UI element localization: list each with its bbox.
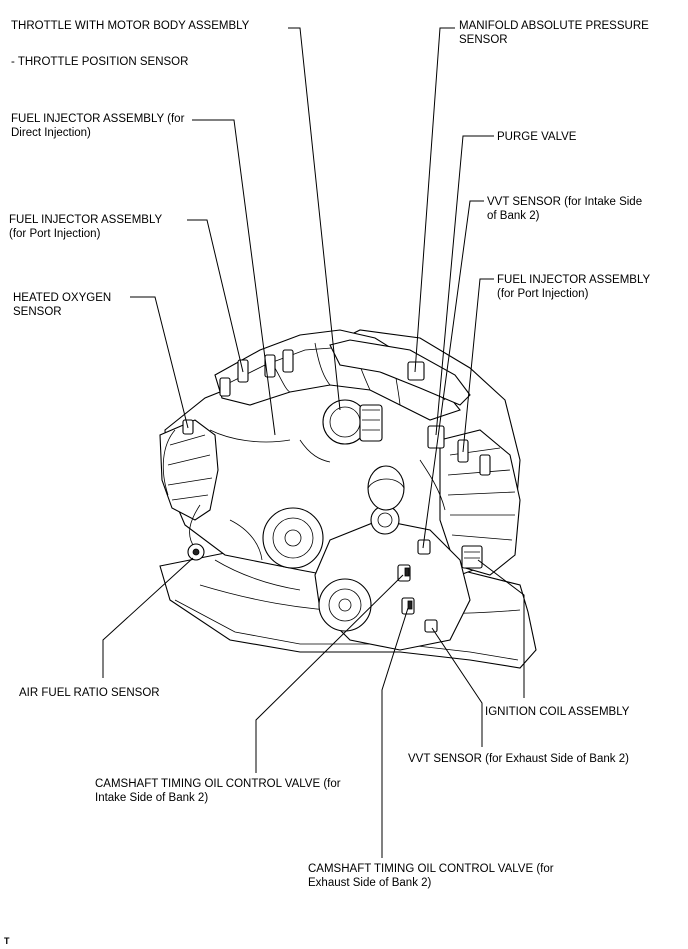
label-fuel-injector-port-right: FUEL INJECTOR ASSEMBLY (for Port Injecti… [497,274,651,300]
leader-map-sensor [414,27,455,373]
leader-throttle-body [288,27,341,411]
leader-cam-ocv-exhaust [381,607,409,858]
leader-cam-ocv-intake [255,574,404,773]
label-purge-valve: PURGE VALVE [497,131,577,143]
label-throttle-position-sensor: - THROTTLE POSITION SENSOR [11,56,189,68]
label-ignition-coil: IGNITION COIL ASSEMBLY [485,706,630,718]
leader-fuel-injector-port-right [462,278,494,453]
label-vvt-sensor-intake: VVT SENSOR (for Intake Side of Bank 2) [487,196,643,222]
label-manifold-pressure-sensor: MANIFOLD ABSOLUTE PRESSURE SENSOR [459,20,649,46]
label-vvt-sensor-exhaust: VVT SENSOR (for Exhaust Side of Bank 2) [408,753,629,765]
leader-purge-valve [435,135,494,436]
leader-fuel-injector-direct [192,119,276,436]
label-heated-oxygen-sensor: HEATED OXYGEN SENSOR [13,292,112,318]
leader-air-fuel-ratio-sensor [102,557,194,678]
label-fuel-injector-direct: FUEL INJECTOR ASSEMBLY (for Direct Injec… [11,113,185,139]
label-cam-ocv-exhaust: CAMSHAFT TIMING OIL CONTROL VALVE (for E… [308,863,554,889]
engine-illustration [159,329,537,669]
leader-vvt-sensor-exhaust [431,627,483,747]
label-fuel-injector-port-left: FUEL INJECTOR ASSEMBLY (for Port Injecti… [9,214,163,240]
leader-ignition-coil [477,559,525,698]
label-air-fuel-ratio-sensor: AIR FUEL RATIO SENSOR [19,687,160,699]
leader-vvt-sensor-intake [422,200,484,549]
label-cam-ocv-intake: CAMSHAFT TIMING OIL CONTROL VALVE (for I… [95,778,341,804]
leader-heated-oxygen-sensor [130,296,189,429]
leader-lines [102,27,525,858]
leader-fuel-injector-port-left [187,219,244,373]
label-throttle-body: THROTTLE WITH MOTOR BODY ASSEMBLY [11,20,250,32]
corner-mark: T [4,936,10,946]
